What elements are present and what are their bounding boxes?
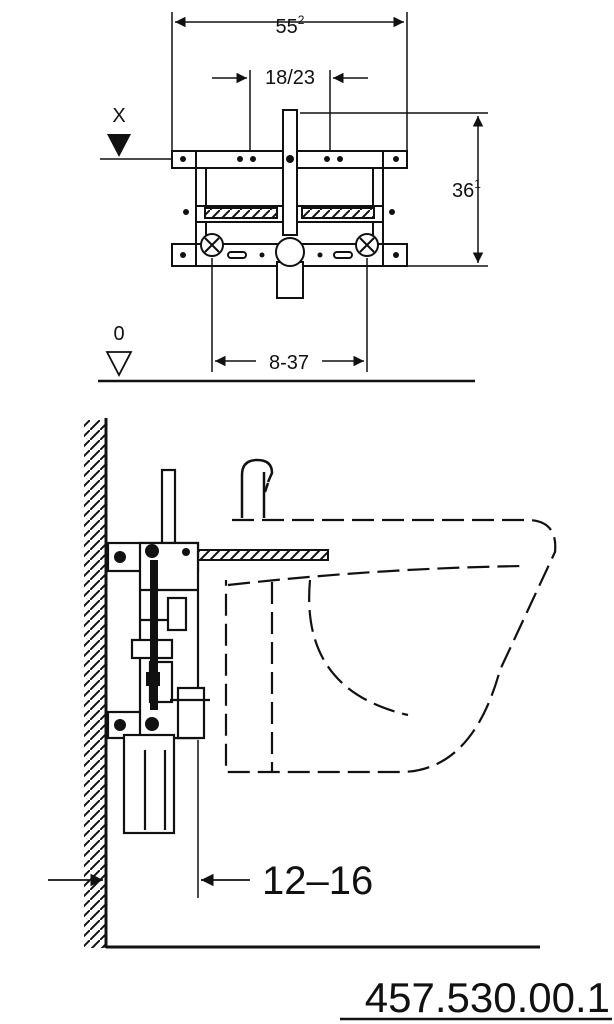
height-dimension-label: 361 [452, 177, 481, 202]
wall-gap-label: 12–16 [262, 859, 373, 903]
wall [84, 418, 540, 949]
article-number-block: 457.530.00.1 [340, 974, 612, 1021]
spacing-dimension-label: 18/23 [265, 67, 315, 89]
x-label: X [112, 105, 125, 127]
width-dimension: 552 [171, 12, 408, 150]
mounting-holes [180, 155, 399, 258]
x-level-marker: X [100, 105, 175, 160]
wc-outline [224, 518, 557, 774]
height-dimension: 361 [300, 112, 488, 267]
mounting-bolt [197, 549, 329, 561]
spacing-dimension: 18/23 [212, 67, 368, 165]
zero-label: 0 [113, 323, 124, 345]
x-marker-triangle [107, 134, 131, 157]
zero-level-marker: 0 [98, 323, 475, 383]
top-view: 552 18/23 361 X [98, 12, 488, 383]
side-frame [106, 468, 210, 835]
article-number: 457.530.00.1 [365, 974, 610, 1021]
wall-gap-dimension: 12–16 [48, 740, 373, 903]
flush-spout [240, 458, 274, 518]
top-frame [171, 109, 408, 299]
range-dimension: 8-37 [211, 258, 368, 374]
width-dimension-label: 552 [276, 13, 305, 38]
zero-marker-triangle [105, 351, 133, 377]
frame-details [114, 544, 190, 731]
side-view: 12–16 [48, 418, 557, 949]
range-dimension-label: 8-37 [269, 352, 309, 374]
